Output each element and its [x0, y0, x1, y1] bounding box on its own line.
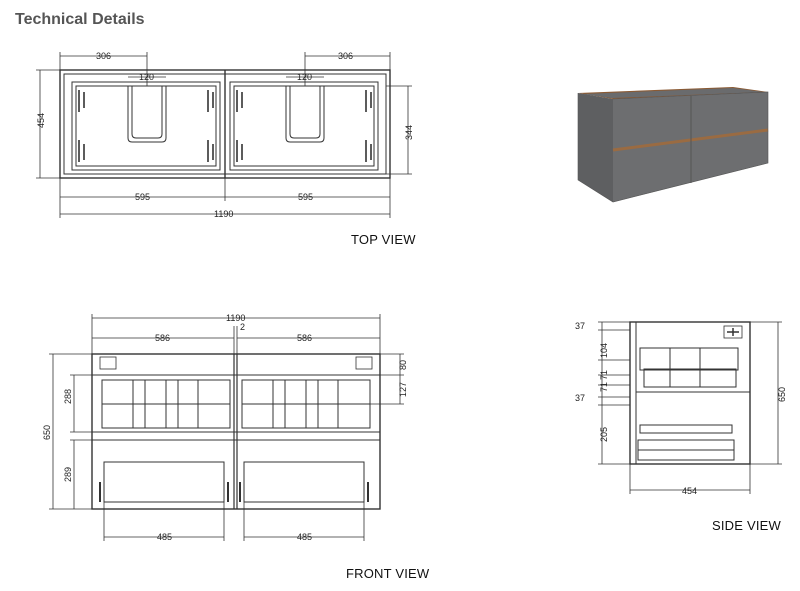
dim-front-586-left: 586 — [155, 333, 170, 343]
side-view-label: SIDE VIEW — [712, 518, 781, 533]
dim-front-586-right: 586 — [297, 333, 312, 343]
dim-front-288: 288 — [63, 389, 73, 404]
top-view-dimensions — [36, 52, 412, 218]
dim-side-37-top: 37 — [575, 321, 585, 331]
dim-top-595-right: 595 — [298, 192, 313, 202]
dim-top-595-left: 595 — [135, 192, 150, 202]
dim-top-454: 454 — [36, 113, 46, 128]
dim-front-80: 80 — [398, 360, 408, 370]
side-view-drawing — [629, 321, 751, 465]
dim-top-1190: 1190 — [214, 209, 233, 219]
dim-top-306-left: 306 — [96, 51, 111, 61]
front-view-labels: 1190 2 586 586 650 288 289 80 127 485 48… — [42, 313, 408, 542]
side-view-dimensions — [598, 321, 782, 494]
dim-side-454: 454 — [682, 486, 697, 496]
cabinet-3d-render — [577, 87, 769, 203]
dim-top-344: 344 — [404, 125, 414, 140]
dim-front-650: 650 — [42, 425, 52, 440]
dim-front-485-left: 485 — [157, 532, 172, 542]
dim-side-104: 104 — [599, 343, 609, 358]
top-view-drawing — [59, 69, 391, 179]
dim-front-485-right: 485 — [297, 532, 312, 542]
page-title: Technical Details — [15, 11, 145, 28]
side-view-labels: 37 37 104 71 71 205 650 454 — [575, 321, 787, 496]
front-view-label: FRONT VIEW — [346, 566, 430, 581]
dim-top-306-right: 306 — [338, 51, 353, 61]
dim-side-71-a: 71 — [599, 370, 609, 380]
dim-side-650: 650 — [777, 387, 787, 402]
front-view-drawing — [91, 353, 381, 510]
dim-top-120-right: 120 — [297, 72, 312, 82]
dim-front-127: 127 — [398, 382, 408, 397]
dim-side-205: 205 — [599, 427, 609, 442]
top-view-labels: 306 306 120 120 454 344 595 595 1190 — [36, 51, 414, 219]
dim-front-289: 289 — [63, 467, 73, 482]
dim-front-1190: 1190 — [226, 313, 245, 323]
dim-side-37-mid: 37 — [575, 393, 585, 403]
front-view-dimensions — [49, 314, 404, 541]
dim-side-71-b: 71 — [599, 382, 609, 392]
top-view-label: TOP VIEW — [351, 232, 416, 247]
dim-front-gap-2: 2 — [240, 322, 245, 332]
dim-top-120-left: 120 — [139, 72, 154, 82]
